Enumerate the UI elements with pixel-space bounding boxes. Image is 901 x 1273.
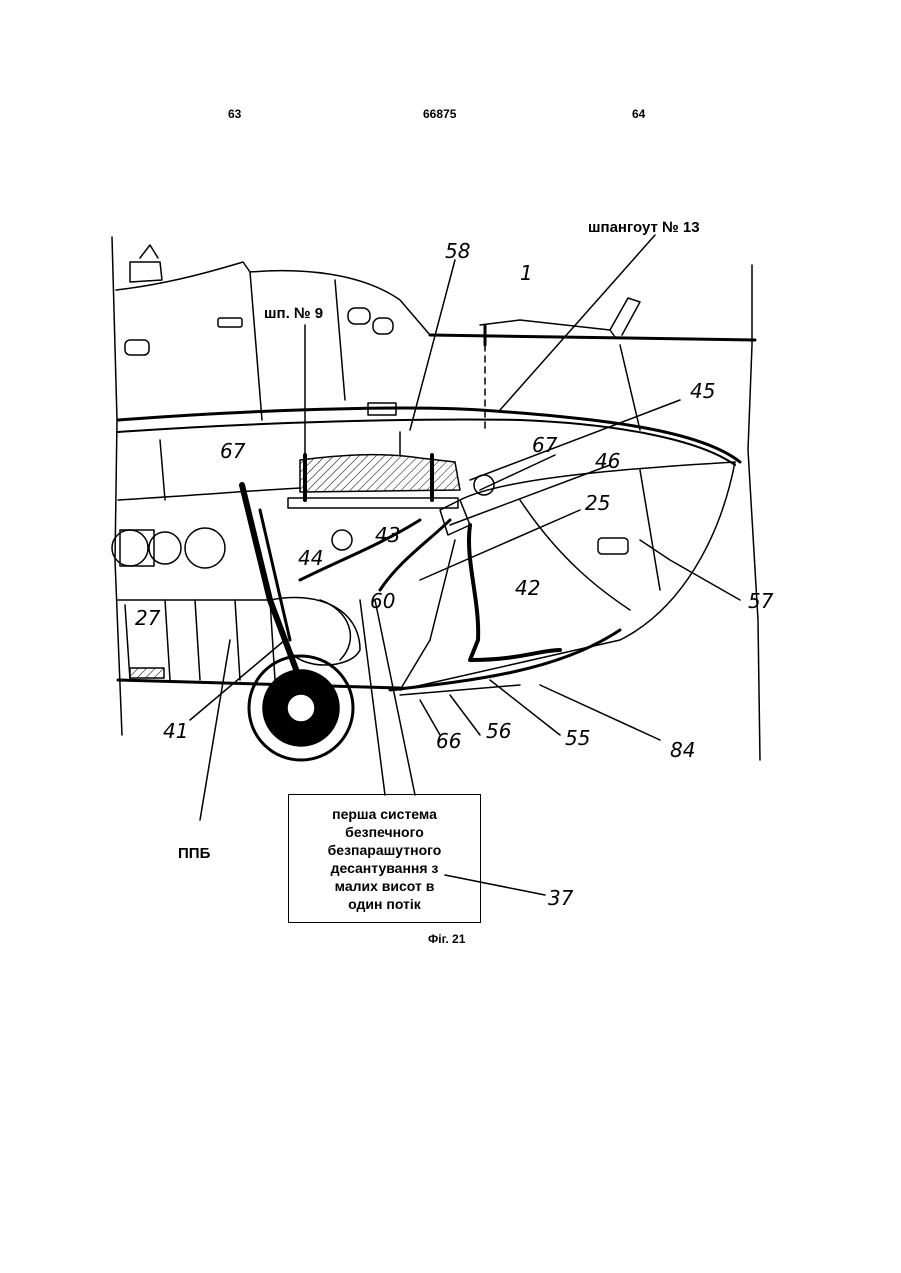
- canopy: [116, 262, 430, 335]
- caption-line: безпечного: [328, 823, 442, 841]
- ref-42: 42: [515, 576, 540, 600]
- ref-45: 45: [690, 379, 715, 403]
- ref-84: 84: [670, 738, 695, 762]
- ref-58: 58: [445, 239, 470, 263]
- ref-66: 66: [436, 729, 461, 753]
- label-ppb: ППБ: [178, 845, 211, 862]
- ref-67-right: 67: [532, 433, 558, 457]
- caption-line: перша система: [328, 805, 442, 823]
- ref-55: 55: [565, 726, 590, 750]
- ref-56: 56: [486, 719, 511, 743]
- landing-gear-strut: [242, 485, 300, 680]
- ref-60: 60: [370, 589, 395, 613]
- ramp-floor: [390, 630, 620, 690]
- ref-1: 1: [520, 261, 533, 285]
- ref-44: 44: [298, 546, 323, 570]
- fuselage-left-edge: [112, 237, 122, 735]
- ref-46: 46: [595, 449, 620, 473]
- label-frame-13: шпангоут № 13: [588, 219, 700, 236]
- ref-43: 43: [375, 523, 400, 547]
- caption-line: десантування з: [328, 859, 442, 877]
- system-description-box: перша система безпечного безпарашутного …: [288, 794, 481, 923]
- upper-fuselage-line: [430, 335, 755, 340]
- ref-37: 37: [548, 886, 574, 910]
- caption-line: один потік: [328, 895, 442, 913]
- caption-line: безпарашутного: [328, 841, 442, 859]
- hatched-beam: [300, 455, 460, 492]
- ref-67-left: 67: [220, 439, 246, 463]
- ref-41: 41: [163, 719, 188, 743]
- ref-57: 57: [748, 589, 774, 613]
- ref-27: 27: [135, 606, 161, 630]
- ref-25: 25: [585, 491, 610, 515]
- figure-caption: Фіг. 21: [428, 932, 465, 946]
- label-frame-9: шп. № 9: [264, 305, 323, 322]
- caption-line: малих висот в: [328, 877, 442, 895]
